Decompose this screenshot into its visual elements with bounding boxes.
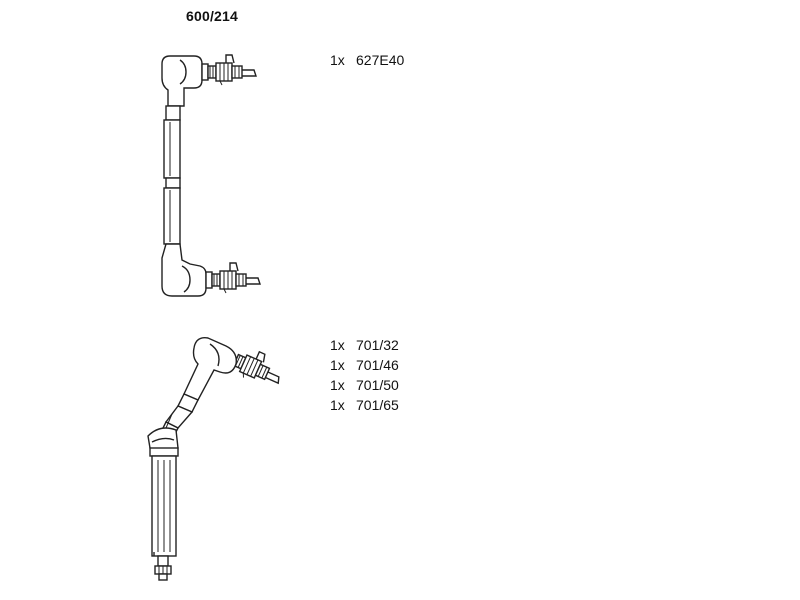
upper-terminal: [207, 54, 257, 86]
upper-angled-boot: [161, 55, 209, 107]
part-quantity: 1x: [330, 357, 345, 373]
parts-list-item: 1x 627E40: [330, 50, 404, 70]
parts-list-item: 1x 701/46: [330, 355, 399, 375]
kit-number-title: 600/214: [186, 8, 239, 24]
plug-lead-cap: [177, 337, 237, 413]
parts-list-item: 1x 701/50: [330, 375, 399, 395]
part-quantity: 1x: [330, 337, 345, 353]
top-ignition-lead: [161, 54, 261, 297]
plug-lead: [147, 337, 288, 581]
part-quantity: 1x: [330, 52, 345, 68]
spark-plug-boot: [147, 427, 179, 557]
part-number: 701/32: [356, 337, 399, 353]
parts-list-top: 1x 627E40: [330, 50, 404, 70]
parts-list-item: 1x 701/65: [330, 395, 399, 415]
part-quantity: 1x: [330, 377, 345, 393]
part-quantity: 1x: [330, 397, 345, 413]
lower-terminal: [211, 262, 261, 294]
parts-list-bottom: 1x 701/32 1x 701/46 1x 701/50 1x 701/65: [330, 335, 399, 415]
plug-lead-terminal: [230, 343, 288, 393]
part-number: 701/65: [356, 397, 399, 413]
part-number: 701/46: [356, 357, 399, 373]
lead-cable: [163, 105, 181, 245]
part-number: 627E40: [356, 52, 405, 68]
lower-angled-boot: [161, 243, 213, 297]
part-number: 701/50: [356, 377, 399, 393]
spark-plug-terminal: [154, 555, 172, 581]
parts-list-item: 1x 701/32: [330, 335, 399, 355]
